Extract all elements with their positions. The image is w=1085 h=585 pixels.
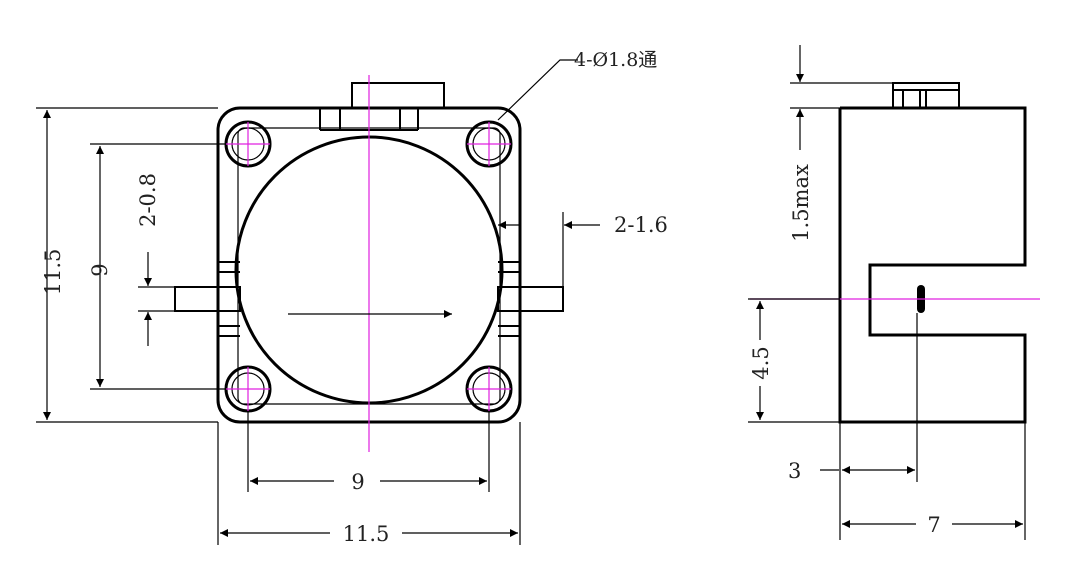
left-pin xyxy=(174,286,241,312)
front-width-holes-label: 9 xyxy=(351,470,364,494)
front-height-holes-label: 9 xyxy=(88,263,112,276)
side-depth-label: 7 xyxy=(927,513,940,537)
front-height-total-label: 11.5 xyxy=(41,249,65,296)
right-pin xyxy=(497,286,564,312)
side-view xyxy=(750,82,1040,424)
front-width-total-label: 11.5 xyxy=(343,522,390,546)
side-body xyxy=(838,106,1027,424)
hole-spec-label: 4-Ø1.8通 xyxy=(574,49,657,71)
tab-length-label: 2-1.6 xyxy=(614,213,668,237)
front-view xyxy=(174,75,564,452)
front-centerlines xyxy=(226,75,511,452)
side-height-label: 4.5 xyxy=(749,346,773,379)
side-top-max-label: 1.5max xyxy=(789,164,813,242)
tab-thickness-label: 2-0.8 xyxy=(136,173,160,227)
front-dimensions xyxy=(36,59,600,545)
top-connector xyxy=(351,82,445,109)
side-offset-label: 3 xyxy=(788,459,801,483)
